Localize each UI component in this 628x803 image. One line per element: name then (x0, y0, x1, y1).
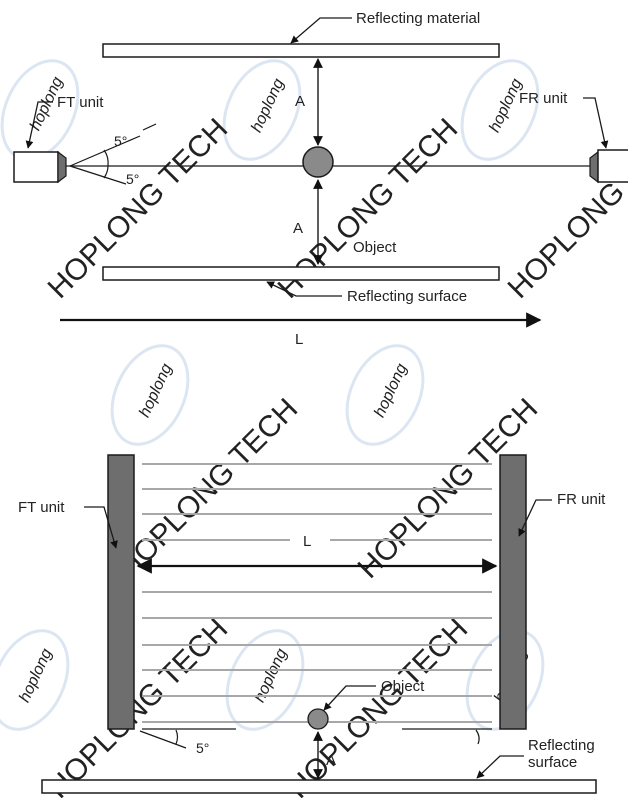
top-diagram: Reflecting material FT unit 5° 5° FR uni… (13, 10, 628, 348)
bottom-beam-lines (142, 463, 492, 723)
top-object-circle (302, 146, 334, 178)
watermark-logo-2: hoplong (222, 59, 302, 161)
bottom-angle-label: 5° (196, 740, 209, 756)
watermark-brand-7: HOPLONG TECH (282, 612, 475, 798)
top-beam-angle-upper-ext (142, 123, 157, 131)
svg-text:hoplong: hoplong (136, 361, 176, 420)
bottom-length-label: L (303, 533, 311, 550)
bottom-ft-unit-label: FT unit (18, 499, 65, 516)
bottom-ft-angle-arc (175, 729, 179, 745)
top-angle-lower-label: 5° (126, 171, 139, 187)
top-reflecting-material-bar (102, 43, 500, 58)
bottom-object-label: Object (381, 678, 425, 695)
bottom-reflecting-surface-leader (476, 755, 524, 779)
bottom-fr-unit-label: FR unit (557, 491, 606, 508)
bottom-diagram: FT unit FR unit L Object 5° A Reflecting… (18, 454, 606, 794)
top-angle-upper-label: 5° (114, 133, 127, 149)
bottom-reflecting-surface-label-line2: surface (528, 754, 577, 771)
bottom-object-leader (323, 685, 376, 711)
bottom-reflecting-surface-bar (41, 779, 597, 794)
watermark-brand-6: HOPLONG TECH (42, 612, 235, 798)
top-reflecting-surface-leader (266, 281, 342, 297)
top-fr-unit-lens (589, 150, 599, 184)
bottom-fr-angle-arc (475, 729, 480, 745)
top-reflecting-surface-label: Reflecting surface (347, 288, 467, 305)
top-fr-unit-leader (583, 97, 609, 149)
bottom-fr-unit-bar (499, 454, 527, 730)
top-beam-angle-lower-line (69, 165, 127, 185)
svg-text:hoplong: hoplong (371, 361, 411, 420)
top-fr-unit-label: FR unit (519, 90, 568, 107)
top-object-label: Object (353, 239, 397, 256)
top-angle-arc-lower (103, 165, 109, 179)
bottom-ft-unit-bar (107, 454, 135, 730)
top-distance-upper-label: A (295, 93, 305, 110)
top-reflecting-material-leader (290, 17, 352, 44)
bottom-distance-label: A (326, 752, 336, 769)
bottom-fr-unit-leader (518, 499, 552, 537)
top-ft-unit-leader (25, 101, 53, 149)
svg-text:hoplong: hoplong (16, 646, 56, 705)
watermark-logo-5: hoplong (345, 344, 425, 446)
top-ft-unit-lens (57, 150, 67, 184)
bottom-reflecting-surface-label-line1: Reflecting (528, 737, 595, 754)
top-distance-lower-label: A (293, 220, 303, 237)
watermark-logo-6: hoplong (0, 629, 70, 731)
bottom-object-circle (307, 708, 329, 730)
top-length-label: L (295, 331, 303, 348)
top-reflecting-material-label: Reflecting material (356, 10, 480, 27)
watermark-logo-4: hoplong (110, 344, 190, 446)
top-fr-unit-body (597, 149, 628, 183)
watermark-logo-3: hoplong (460, 59, 540, 161)
bottom-ft-unit-leader (84, 506, 118, 549)
top-ft-unit-label: FT unit (57, 94, 104, 111)
top-angle-arc-upper (103, 149, 109, 167)
bottom-ft-angle-line (139, 730, 187, 749)
top-ft-unit-body (13, 151, 59, 183)
top-reflecting-surface-bar (102, 266, 500, 281)
svg-text:hoplong: hoplong (248, 76, 288, 135)
